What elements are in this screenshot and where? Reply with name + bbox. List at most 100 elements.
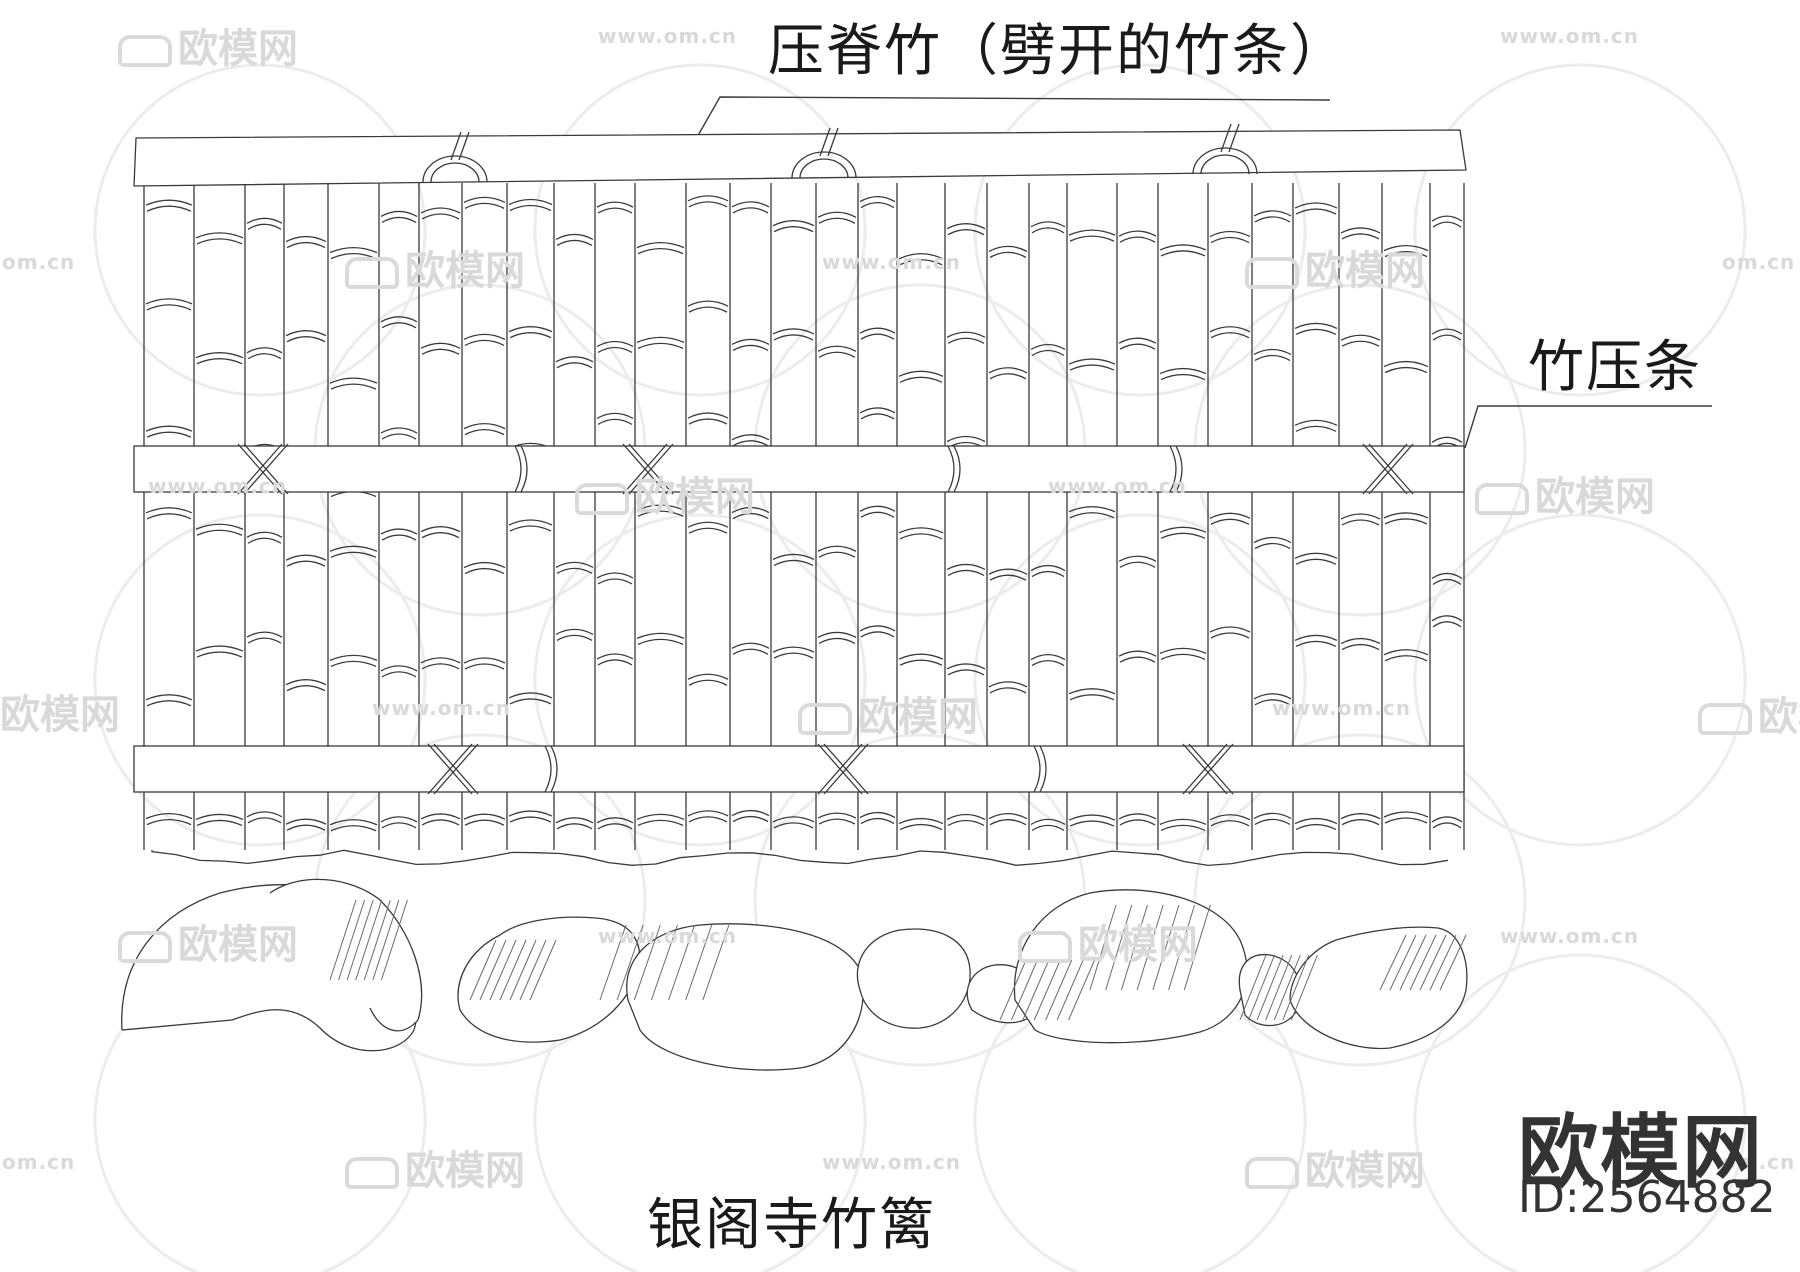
bamboo-node xyxy=(687,412,729,419)
bamboo-node xyxy=(773,559,814,567)
bamboo-node xyxy=(146,304,192,311)
bamboo-node xyxy=(555,233,594,240)
bamboo-node xyxy=(898,370,944,377)
bamboo-node xyxy=(731,506,770,514)
rock-hatch xyxy=(355,899,383,981)
bamboo-node xyxy=(380,427,418,434)
bamboo-node xyxy=(1209,814,1251,821)
bamboo-node xyxy=(860,413,895,420)
bamboo-node xyxy=(859,327,896,334)
bamboo-node xyxy=(1209,230,1251,238)
rock xyxy=(457,916,641,1043)
ridge-tie xyxy=(799,158,849,179)
bamboo-node xyxy=(946,331,986,338)
bamboo-node xyxy=(688,527,728,534)
bamboo-node xyxy=(946,563,986,571)
bamboo-node xyxy=(597,418,633,425)
bamboo-node xyxy=(1119,656,1156,663)
bamboo-node xyxy=(859,505,896,512)
bamboo-node xyxy=(1118,650,1157,657)
bamboo-node xyxy=(1340,637,1381,645)
bamboo-node xyxy=(247,223,282,230)
bamboo-node xyxy=(1160,824,1206,831)
bamboo-node xyxy=(1340,813,1381,820)
rock-hatch xyxy=(363,899,391,981)
bamboo-node xyxy=(1295,328,1337,335)
watermark-url: www.om.cn xyxy=(598,24,738,48)
watermark-url: www.om.cn xyxy=(822,250,962,274)
bamboo-node xyxy=(898,817,944,825)
rock-hatch xyxy=(1183,904,1211,991)
rock-hatch xyxy=(633,924,661,1001)
bamboo-node xyxy=(1068,358,1116,365)
watermark-logo-text: 欧模网 xyxy=(1518,1106,1764,1199)
bamboo-node xyxy=(330,660,377,667)
bamboo-node xyxy=(146,431,192,438)
bamboo-node xyxy=(1210,236,1250,244)
ground-line xyxy=(151,849,1449,867)
bamboo-node xyxy=(381,322,417,329)
bamboo-node xyxy=(898,653,944,660)
bamboo-node xyxy=(246,217,283,224)
bamboo-node xyxy=(380,528,418,535)
bamboo-node xyxy=(597,823,633,830)
rock-hatch xyxy=(338,899,366,981)
bamboo-node xyxy=(247,817,282,824)
bamboo-node xyxy=(329,246,378,254)
rock xyxy=(1289,926,1468,1050)
rock-hatch xyxy=(616,924,644,1001)
bamboo-node xyxy=(1210,332,1250,339)
bamboo-node xyxy=(1294,322,1338,329)
watermark: 欧模网 xyxy=(118,16,298,74)
bamboo-node xyxy=(772,646,815,653)
sofa-logo-icon xyxy=(1245,257,1299,289)
bamboo-node xyxy=(596,572,634,579)
bamboo-node xyxy=(988,245,1028,252)
bamboo-node xyxy=(989,574,1027,581)
rock-hatch xyxy=(1389,934,1417,991)
bamboo-node xyxy=(1119,819,1156,826)
bamboo-node xyxy=(637,342,684,349)
bamboo-node xyxy=(772,220,815,227)
watermark-url: www.om.cn xyxy=(1272,696,1412,720)
bamboo-node xyxy=(1159,367,1207,375)
sofa-logo-icon xyxy=(345,257,399,289)
watermark-url: om.cn xyxy=(2,1150,76,1174)
bamboo-node xyxy=(329,654,378,661)
bamboo-node xyxy=(818,217,856,224)
bamboo-node xyxy=(286,685,326,692)
bamboo-node xyxy=(421,348,460,355)
rope-tie xyxy=(1182,743,1228,795)
bamboo-node xyxy=(772,553,815,561)
bamboo-node xyxy=(947,229,985,236)
rock-hatch xyxy=(1239,954,1267,1021)
bamboo-node xyxy=(946,663,986,670)
bamboo-node xyxy=(1340,334,1381,341)
ridge-bamboo-label: 压脊竹（劈开的竹条） xyxy=(768,19,1348,84)
bamboo-node xyxy=(732,648,769,655)
rock-hatch xyxy=(1256,954,1284,1021)
bamboo-node xyxy=(463,196,506,203)
rope-tie xyxy=(823,743,869,795)
bamboo-node xyxy=(1210,820,1250,827)
bamboo-node xyxy=(988,367,1028,374)
bamboo-node xyxy=(817,545,857,552)
rope-tie xyxy=(433,743,479,795)
watermark-circle xyxy=(1413,63,1747,397)
bamboo-node xyxy=(556,239,593,246)
bamboo-node xyxy=(196,819,243,827)
rock xyxy=(269,878,423,1032)
batten-joint xyxy=(953,445,961,493)
watermark-url: www.om.cn xyxy=(822,1150,962,1174)
bamboo-node xyxy=(731,809,770,817)
bamboo-node xyxy=(196,358,243,365)
bamboo-node xyxy=(421,663,460,670)
bamboo-node xyxy=(421,213,460,220)
bamboo-node xyxy=(1254,699,1291,706)
bamboo-node xyxy=(196,238,243,245)
bamboo-node xyxy=(145,298,193,305)
bamboo-node xyxy=(1383,360,1429,368)
bamboo-node xyxy=(1431,215,1463,222)
bamboo-node xyxy=(687,300,729,307)
bamboo-node xyxy=(246,531,283,538)
